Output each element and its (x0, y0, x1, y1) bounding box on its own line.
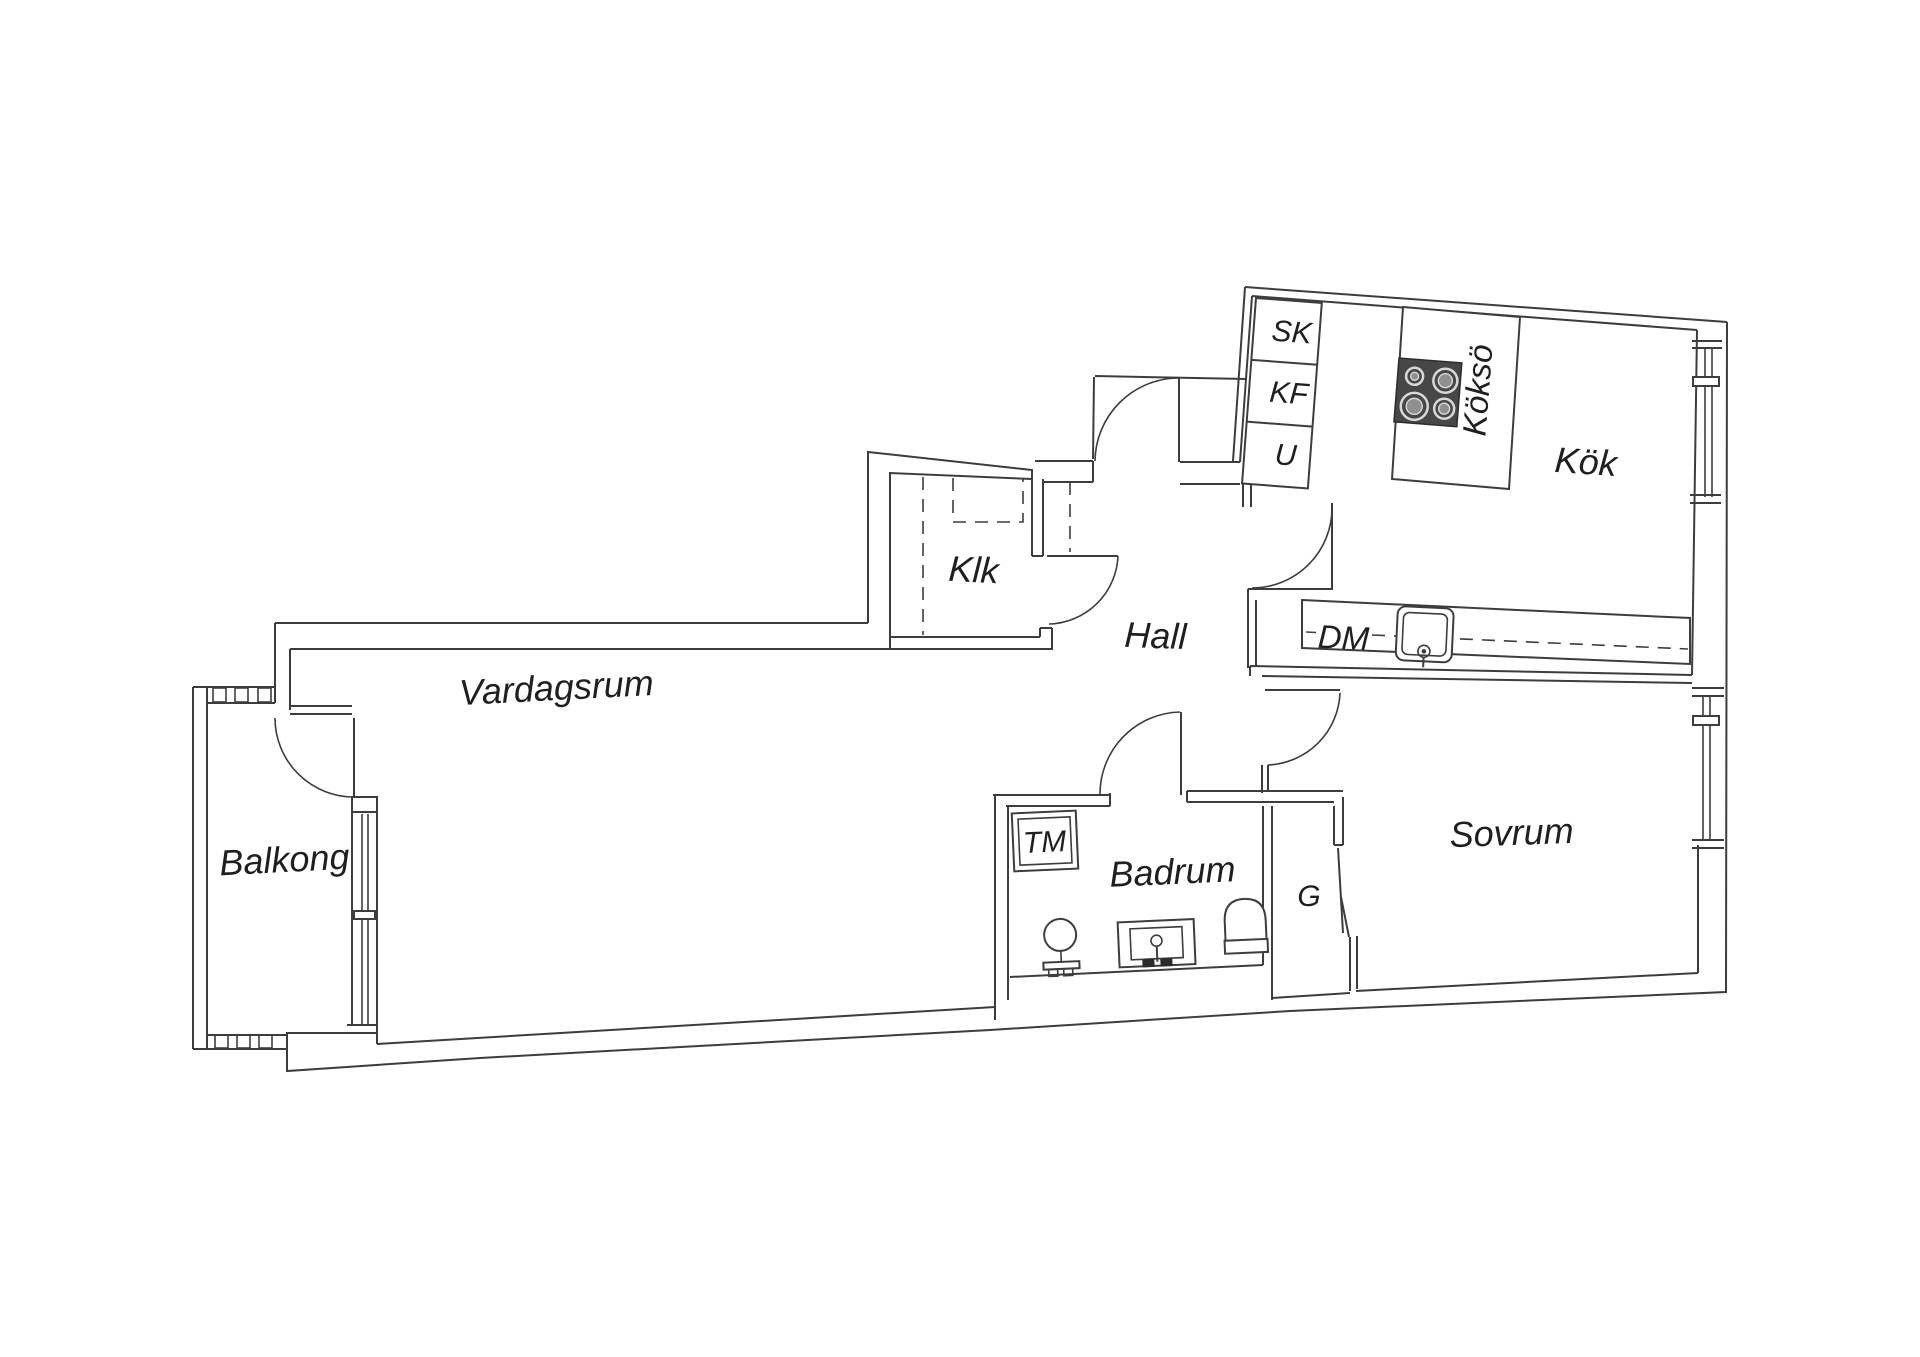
label-dishwasher: DM (1317, 618, 1371, 657)
kitchen-cabinet-column (1240, 296, 1323, 490)
exterior-outline (286, 321, 1728, 1073)
balcony-door-arc (274, 717, 355, 798)
kitchen-west-wall (1232, 286, 1253, 463)
label-hall: Hall (1124, 614, 1188, 657)
kitchen (1240, 286, 1728, 684)
label-washing-machine: TM (1022, 825, 1067, 860)
balcony (192, 686, 287, 1050)
kitchen-window (1690, 340, 1722, 504)
south-wall-inner (376, 1006, 996, 1045)
label-wardrobe: G (1297, 880, 1320, 913)
kitchen-west-wall-step (1242, 484, 1252, 507)
wardrobe-door-leaf (1337, 847, 1350, 938)
corridor-south-wall (1186, 790, 1343, 803)
kitchen-south-wall (1249, 665, 1693, 684)
toilet (1223, 897, 1270, 955)
balcony-door-frame (351, 796, 378, 813)
kitchen-north-wall-outer (1244, 286, 1728, 323)
round-washbasin (1042, 917, 1081, 978)
klk-dashed-shelf (952, 478, 1024, 523)
bathroom (993, 711, 1343, 1020)
washing-machine (1010, 809, 1080, 873)
entry-area (1035, 286, 1333, 668)
bedroom-door-arc (1267, 692, 1341, 766)
stove-burners (1399, 366, 1459, 422)
living-room-window (347, 812, 378, 1044)
bedroom-door-wall (1261, 689, 1341, 793)
entry-door-arc (1094, 377, 1180, 462)
label-cabinet-u: U (1274, 438, 1298, 473)
bathroom-east-wall (1262, 806, 1273, 1000)
label-living-room: Vardagsrum (458, 662, 655, 713)
label-bedroom: Sovrum (1449, 810, 1574, 855)
vanity-sink (1116, 918, 1197, 969)
label-cabinet-sk: SK (1271, 315, 1315, 351)
bathroom-door-arc (1099, 711, 1181, 796)
hall-north-wall-east (1180, 461, 1240, 485)
bedroom-floor-line (1355, 972, 1699, 992)
stove (1393, 357, 1463, 428)
balcony-top-railing (193, 686, 275, 704)
kitchen-door-arc (1251, 507, 1333, 589)
bathroom-west-wall (994, 795, 1009, 1020)
klk-inner (889, 471, 1044, 649)
kitchen-sink (1394, 605, 1455, 668)
vestibule-top-wall (1092, 375, 1248, 460)
label-balcony: Balkong (218, 836, 350, 884)
label-kitchen: Kök (1553, 439, 1620, 484)
wardrobe-and-bedroom (1271, 687, 1724, 999)
living-room-walls (274, 622, 1052, 1071)
walk-in-closet (867, 450, 1119, 650)
west-wall-jog (290, 705, 352, 715)
bathroom-north-wall (993, 793, 1111, 807)
bathroom-floor-line (1009, 964, 1264, 978)
label-cabinet-kf: KF (1268, 376, 1310, 412)
label-bathroom: Badrum (1109, 848, 1237, 894)
hall-east-wall (1247, 589, 1257, 668)
wardrobe-east-stub-upper (1333, 797, 1344, 846)
klk-floor (890, 627, 1053, 650)
room-labels: Balkong Vardagsrum Klk Hall Kök Köksö So… (218, 315, 1620, 913)
wardrobe-east-stub-lower (1349, 936, 1358, 991)
bedroom-door-wall-lower (1261, 765, 1269, 793)
wardrobe-floor (1271, 992, 1351, 999)
klk-outer (867, 450, 1033, 623)
balcony-railing-posts (212, 687, 273, 1049)
west-wall-stub (274, 623, 291, 710)
bedroom-window (1692, 687, 1724, 849)
balcony-left-railing (192, 687, 208, 1049)
hall-north-wall-west (1035, 460, 1094, 483)
label-walk-in-closet: Klk (948, 548, 1002, 592)
klk-door-arc (1048, 555, 1119, 625)
bathroom-fixtures (1042, 897, 1270, 978)
label-kitchen-island: Köksö (1455, 343, 1499, 437)
